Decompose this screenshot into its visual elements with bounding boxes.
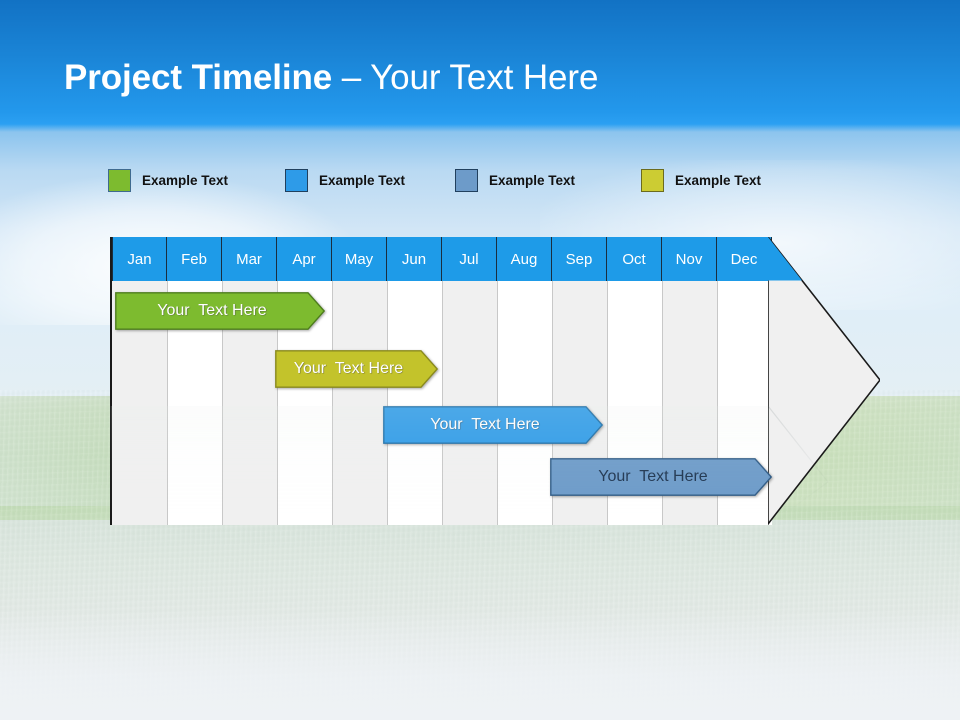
- month-header-oct[interactable]: Oct: [607, 237, 662, 281]
- timeline-column-aug: [497, 237, 552, 525]
- page-title: Project Timeline – Your Text Here: [64, 58, 598, 98]
- column-separator: [222, 281, 223, 525]
- month-header-jul[interactable]: Jul: [442, 237, 497, 281]
- timeline-bar-label-4: Your Text Here: [598, 468, 708, 485]
- legend-swatch-1: [108, 168, 131, 192]
- timeline-bar-label-2: Your Text Here: [293, 360, 404, 377]
- legend-item-2[interactable]: Example Text: [285, 164, 405, 196]
- month-header-dec[interactable]: Dec: [717, 237, 772, 281]
- timeline-bar-1[interactable]: Your Text Here: [115, 292, 325, 330]
- timeline-column-mar: [222, 237, 277, 525]
- bar-arrow-shape: [115, 292, 325, 330]
- column-separator: [662, 281, 663, 525]
- column-separator: [167, 281, 168, 525]
- legend-swatch-4: [641, 168, 664, 192]
- month-header-nov[interactable]: Nov: [662, 237, 717, 281]
- timeline-bar-label-1: Your Text Here: [157, 302, 267, 319]
- timeline-column-feb: [167, 237, 222, 525]
- bar-arrow-shape: [275, 350, 438, 388]
- page-title-bold: Project Timeline: [64, 58, 333, 97]
- bar-arrow-shape: [383, 406, 603, 444]
- column-separator: [717, 281, 718, 525]
- page-title-separator: –: [332, 58, 371, 97]
- background-bottom-fade: [0, 610, 960, 720]
- month-header-jun[interactable]: Jun: [387, 237, 442, 281]
- month-header-may[interactable]: May: [332, 237, 387, 281]
- legend-swatch-2: [285, 168, 308, 192]
- month-header-sep[interactable]: Sep: [552, 237, 607, 281]
- month-header-feb[interactable]: Feb: [167, 237, 222, 281]
- column-separator: [497, 281, 498, 525]
- timeline-column-jan: [112, 237, 167, 525]
- legend-item-3[interactable]: Example Text: [455, 164, 575, 196]
- column-separator: [607, 281, 608, 525]
- legend-label-4: Example Text: [675, 172, 762, 188]
- timeline-bar-3[interactable]: Your Text Here: [383, 406, 603, 444]
- month-header-jan[interactable]: Jan: [112, 237, 167, 281]
- arrow-head-blue-cap: [768, 237, 802, 281]
- page-title-light: Your Text Here: [370, 58, 599, 97]
- column-separator: [277, 281, 278, 525]
- timeline-column-jul: [442, 237, 497, 525]
- legend-item-4[interactable]: Example Text: [641, 164, 761, 196]
- legend-item-1[interactable]: Example Text: [108, 164, 228, 196]
- month-header-apr[interactable]: Apr: [277, 237, 332, 281]
- column-separator: [442, 281, 443, 525]
- timeline-arrow-head: [768, 237, 880, 525]
- arrow-head-shape: [768, 237, 880, 525]
- column-separator: [387, 281, 388, 525]
- column-separator: [552, 281, 553, 525]
- month-header-mar[interactable]: Mar: [222, 237, 277, 281]
- legend-swatch-3: [455, 168, 478, 192]
- legend-label-1: Example Text: [142, 172, 229, 188]
- bar-arrow-shape: [550, 458, 772, 496]
- month-header-aug[interactable]: Aug: [497, 237, 552, 281]
- column-separator: [332, 281, 333, 525]
- timeline-bar-2[interactable]: Your Text Here: [275, 350, 438, 388]
- timeline-bar-4[interactable]: Your Text Here: [550, 458, 772, 496]
- legend-label-2: Example Text: [319, 172, 406, 188]
- timeline-bar-label-3: Your Text Here: [430, 416, 540, 433]
- legend: Example Text Example Text Example Text Exam…: [108, 164, 828, 196]
- legend-label-3: Example Text: [489, 172, 576, 188]
